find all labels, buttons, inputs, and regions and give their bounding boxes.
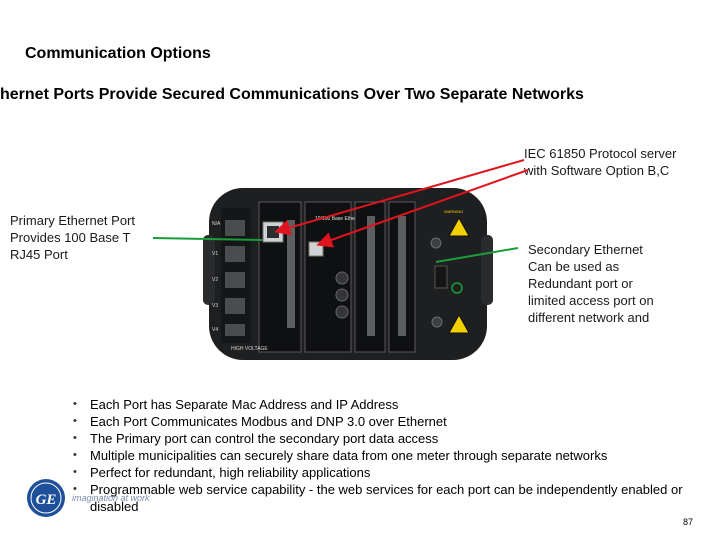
voltage-terminal [225,272,245,288]
ge-logo-circle [27,479,65,517]
primary-port-callout: Primary Ethernet Port Provides 100 Base … [10,212,190,263]
iec-callout-line: with Software Option B,C [524,163,670,178]
list-item: Multiple municipalities can securely sha… [70,447,700,464]
voltage-label: V1 [212,251,218,257]
slide-title: Communication Options [25,45,211,62]
primary-callout-line: Provides 100 Base T [10,230,131,245]
iec-callout-line: IEC 61850 Protocol server [524,146,677,161]
slide-subtitle: hernet Ports Provide Secured Communicati… [0,86,584,103]
voltage-label: V3 [212,303,218,309]
ge-tagline: imagination at work [72,493,150,503]
ground-icon [451,282,463,294]
card-connector [335,271,349,285]
voltage-terminal [225,324,245,336]
voltage-terminal [225,298,245,314]
primary-callout-line: Primary Ethernet Port [10,213,135,228]
primary-callout-line: RJ45 Port [10,247,68,262]
warning-label: WARNING [444,209,463,214]
terminal-strip [367,216,375,336]
device-left-clip [203,235,215,305]
secondary-callout-line: Secondary Ethernet [528,242,643,257]
list-item: Perfect for redundant, high reliability … [70,464,700,481]
device-right-clip [481,235,493,305]
list-item: Programmable web service capability - th… [70,481,700,515]
secondary-callout-line: limited access port on [528,293,654,308]
page-number: 87 [683,517,694,527]
card-connector [335,305,349,319]
list-item: Each Port Communicates Modbus and DNP 3.… [70,413,700,430]
secondary-port-callout: Secondary Ethernet Can be used as Redund… [528,241,678,326]
mounting-screw [430,237,442,249]
voltage-label: N/A [212,221,221,227]
voltage-warning-label: HIGH VOLTAGE [231,346,268,352]
terminal-strip [287,220,295,328]
card-connector [335,288,349,302]
voltage-label: V2 [212,277,218,283]
mounting-screw [431,316,443,328]
iec-callout: IEC 61850 Protocol server with Software … [524,145,720,179]
terminal-strip [398,216,406,336]
ge-logo-text: GE [36,492,57,508]
ge-logo: GE [27,479,65,517]
secondary-callout-line: Redundant port or [528,276,633,291]
primary-rj45-socket [267,226,279,238]
secondary-rj45-port [308,241,324,257]
voltage-terminal [225,220,245,236]
ge-logo-ring [30,482,62,514]
feature-list: Each Port has Separate Mac Address and I… [70,396,700,515]
list-item: The Primary port can control the seconda… [70,430,700,447]
voltage-label: V4 [212,327,218,333]
list-item: Each Port has Separate Mac Address and I… [70,396,700,413]
warning-triangle-icon [448,313,470,334]
secondary-port-connector [434,265,448,289]
voltage-terminal [225,246,245,262]
secondary-callout-line: Can be used as [528,259,620,274]
secondary-callout-line: different network and [528,310,650,325]
meter-device-image: N/A V1 V2 V3 V4 10/100 Base Ethernet HIG… [203,188,493,360]
